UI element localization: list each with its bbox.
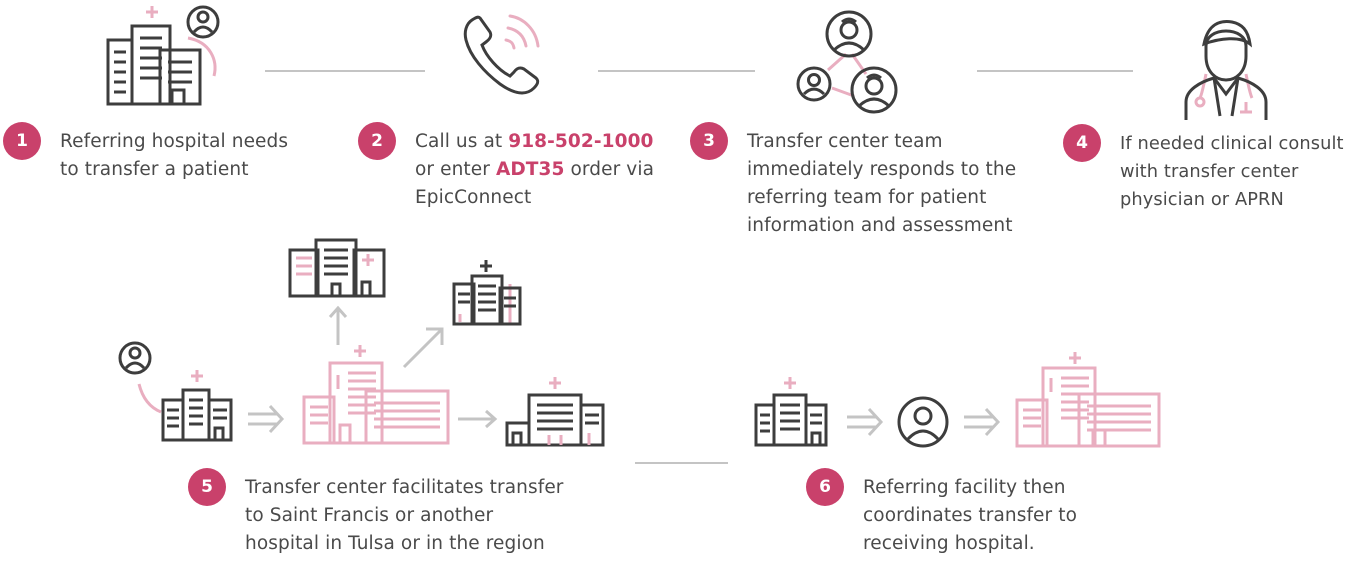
hospital-icon xyxy=(288,238,386,298)
arrow-icon xyxy=(328,305,348,345)
step-line: If needed clinical consult xyxy=(1120,133,1344,154)
step-line: Referring facility then xyxy=(863,477,1066,498)
step-badge: 1 xyxy=(3,122,41,160)
hospital-person-icon xyxy=(106,5,220,106)
hospital-icon xyxy=(452,260,522,326)
order-code: ADT35 xyxy=(495,159,565,180)
step-line: Transfer center facilitates transfer xyxy=(245,477,564,498)
person-icon xyxy=(897,396,949,448)
step-1: 1 Referring hospital needs to transfer a… xyxy=(3,122,288,184)
step-line: information and assessment xyxy=(747,215,1013,236)
step-text: Referring facility then coordinates tran… xyxy=(863,474,1077,558)
step-badge: 4 xyxy=(1063,124,1101,162)
step-2: 2 Call us at 918-502-1000 or enter ADT35… xyxy=(358,122,654,212)
step-line: receiving hospital. xyxy=(863,533,1035,554)
arrow-icon xyxy=(964,407,1001,437)
step-line: referring team for patient xyxy=(747,187,987,208)
step-line: hospital in Tulsa or in the region xyxy=(245,533,545,554)
step-5: 5 Transfer center facilitates transfer t… xyxy=(188,468,564,558)
large-hospital-icon xyxy=(302,345,450,445)
step-line: Call us at 918-502-1000 xyxy=(415,128,654,156)
phone-number: 918-502-1000 xyxy=(508,131,654,152)
step-line: physician or APRN xyxy=(1120,189,1284,210)
step-line: coordinates transfer to xyxy=(863,505,1078,526)
step-text: Call us at 918-502-1000 or enter ADT35 o… xyxy=(415,128,654,212)
step-text: Referring hospital needs to transfer a p… xyxy=(60,128,288,184)
step-line: EpicConnect xyxy=(415,187,532,208)
step-badge: 2 xyxy=(358,122,396,160)
step-badge: 6 xyxy=(806,468,844,506)
text-segment: order via xyxy=(564,159,655,180)
hospital-person-icon xyxy=(118,341,233,442)
step-text: If needed clinical consult with transfer… xyxy=(1120,130,1344,214)
step-line: Referring hospital needs xyxy=(60,131,289,152)
step-6: 6 Referring facility then coordinates tr… xyxy=(806,468,1077,558)
step-line: Transfer center team xyxy=(747,131,943,152)
hospital-icon xyxy=(754,377,828,447)
team-network-icon xyxy=(796,10,898,114)
step-text: Transfer center facilitates transfer to … xyxy=(245,474,564,558)
step-line: to transfer a patient xyxy=(60,159,249,180)
hospital-icon xyxy=(505,377,605,447)
step-line: with transfer center xyxy=(1120,161,1299,182)
doctor-icon xyxy=(1184,20,1268,120)
step-line: to Saint Francis or another xyxy=(245,505,494,526)
text-segment: Call us at xyxy=(415,131,509,152)
step-badge: 3 xyxy=(690,122,728,160)
arrow-icon xyxy=(402,327,444,369)
large-hospital-icon xyxy=(1015,352,1161,448)
phone-icon xyxy=(463,14,540,95)
step-3: 3 Transfer center team immediately respo… xyxy=(690,122,1016,240)
arrow-icon xyxy=(248,404,285,434)
step-4: 4 If needed clinical consult with transf… xyxy=(1063,124,1344,214)
arrow-icon xyxy=(458,409,498,429)
step-line: or enter ADT35 order via xyxy=(415,156,654,184)
arrow-icon xyxy=(847,407,884,437)
step-text: Transfer center team immediately respond… xyxy=(747,128,1016,240)
step-line: immediately responds to the xyxy=(747,159,1017,180)
step-badge: 5 xyxy=(188,468,226,506)
text-segment: or enter xyxy=(415,159,496,180)
